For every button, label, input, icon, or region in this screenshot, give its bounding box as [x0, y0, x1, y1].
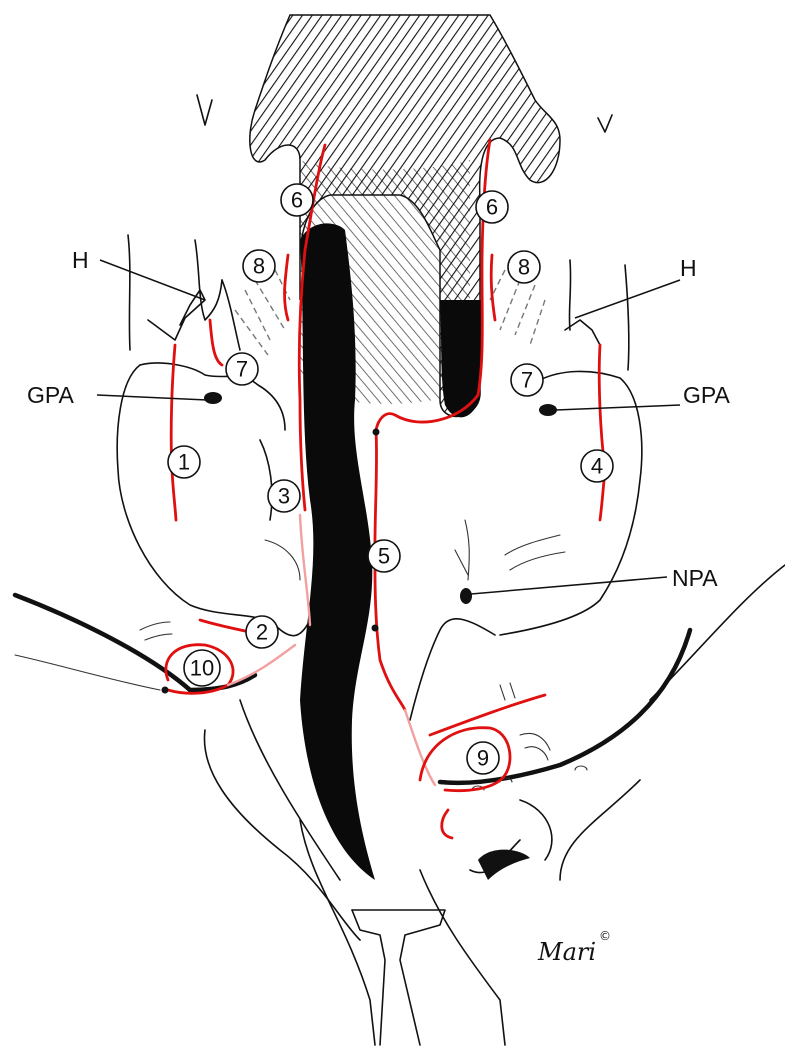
marker-1: 1	[168, 446, 200, 478]
marker-9-text: 9	[477, 746, 489, 771]
npa-foramen	[460, 588, 472, 604]
marker-6-left: 6	[281, 184, 313, 216]
marker-2-text: 2	[256, 620, 268, 645]
marker-8-right-text: 8	[518, 255, 530, 280]
vessel-8-right	[491, 255, 495, 320]
marker-6-right: 6	[476, 191, 508, 223]
nasal-septum	[250, 15, 560, 880]
marker-10: 10	[184, 650, 220, 686]
vessel-10-link	[228, 645, 295, 685]
vessel-9-lower	[442, 810, 452, 838]
copyright-mark: ©	[599, 929, 611, 943]
label-h-right: H	[680, 255, 697, 281]
marker-8-left-text: 8	[253, 254, 265, 279]
marker-7-right: 7	[511, 364, 543, 396]
label-npa: NPA	[672, 565, 718, 591]
gpa-left-foramen	[204, 392, 222, 404]
marker-9: 9	[467, 742, 499, 774]
marker-1-text: 1	[178, 450, 190, 475]
marker-7-left-text: 7	[236, 357, 248, 382]
marker-2: 2	[246, 616, 278, 648]
vessel-4	[599, 345, 605, 520]
marker-8-left: 8	[243, 250, 275, 282]
vessel-3-light	[300, 515, 310, 625]
vessel-dot	[373, 429, 380, 436]
vessel-dot	[372, 625, 379, 632]
marker-7-left: 7	[226, 353, 258, 385]
marker-6-right-text: 6	[486, 195, 498, 220]
marker-5-text: 5	[378, 544, 390, 569]
marker-5: 5	[368, 540, 400, 572]
vessel-8-left	[285, 255, 288, 320]
gpa-right-foramen	[539, 404, 557, 416]
vessel-7-left	[210, 320, 222, 365]
marker-3-text: 3	[278, 484, 290, 509]
marker-6-left-text: 6	[291, 188, 303, 213]
marker-3: 3	[268, 480, 300, 512]
marker-4: 4	[581, 450, 613, 482]
label-gpa-left: GPA	[27, 382, 75, 408]
marker-10-text: 10	[190, 656, 214, 681]
marker-7-right-text: 7	[521, 368, 533, 393]
vessel-dot	[162, 687, 169, 694]
marker-4-text: 4	[591, 454, 603, 479]
vessel-1	[171, 345, 176, 520]
label-h-left: H	[72, 247, 89, 273]
bottom-midline-structure	[352, 910, 445, 1045]
marker-8-right: 8	[508, 251, 540, 283]
label-gpa-right: GPA	[683, 382, 731, 408]
artist-signature: Mari	[537, 938, 596, 966]
